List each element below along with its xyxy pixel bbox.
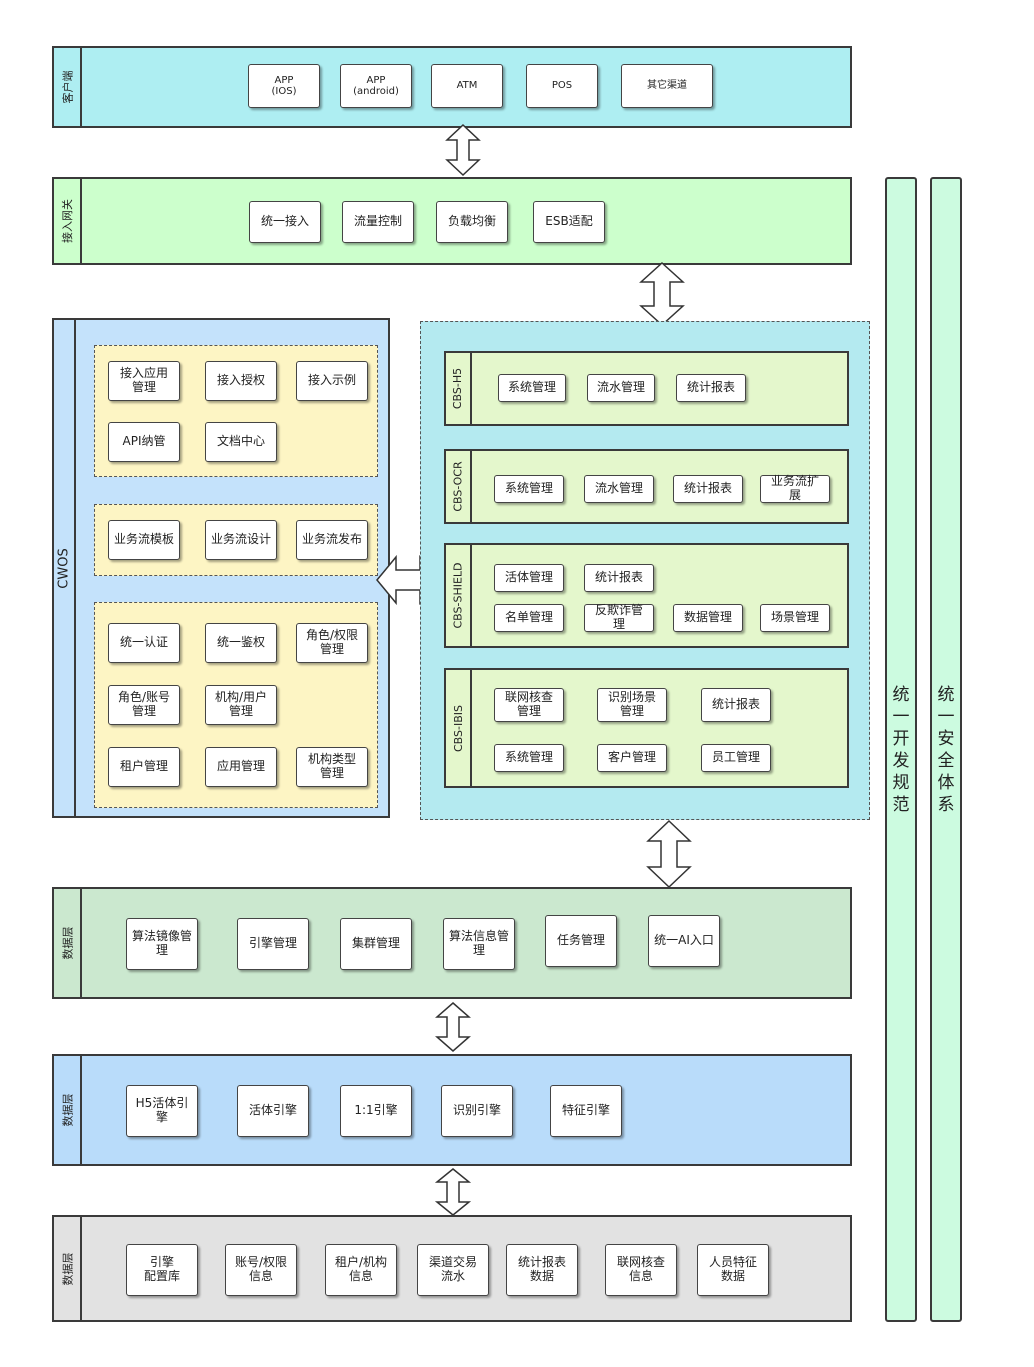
- cbs-h5-layer: CBS-H5 系统管理 流水管理 统计报表: [444, 351, 849, 426]
- cbs-shield-tag: CBS-SHIELD: [446, 545, 472, 646]
- cbs-h5-system[interactable]: 系统管理: [498, 374, 566, 402]
- data1-task-mgmt[interactable]: 任务管理: [545, 915, 617, 967]
- data2-one-to-one[interactable]: 1:1引擎: [340, 1085, 412, 1137]
- client-app-android[interactable]: APP (android): [340, 64, 412, 108]
- cbs-shield-layer: CBS-SHIELD 活体管理 统计报表 名单管理 反欺诈管 理 数据管理 场景…: [444, 543, 849, 648]
- cwos-doc-center[interactable]: 文档中心: [205, 422, 277, 462]
- cwos-api-mgmt[interactable]: API纳管: [108, 422, 180, 462]
- cwos-group-identity: 统一认证 统一鉴权 角色/权限 管理 角色/账号 管理 机构/用户 管理 租户管…: [94, 602, 378, 808]
- data2-recognition[interactable]: 识别引擎: [441, 1085, 513, 1137]
- gateway-layer-tag: 接入网关: [54, 179, 82, 263]
- gateway-esb[interactable]: ESB适配: [533, 201, 605, 243]
- cwos-group-workflow: 业务流模板 业务流设计 业务流发布: [94, 504, 378, 576]
- cbs-h5-tag: CBS-H5: [446, 353, 472, 424]
- data3-engine-config[interactable]: 引擎 配置库: [126, 1244, 198, 1296]
- cwos-layer: CWOS 接入应用 管理 接入授权 接入示例 API纳管 文档中心 业务流模板 …: [52, 318, 390, 818]
- cbs-ocr-layer: CBS-OCR 系统管理 流水管理 统计报表 业务流扩 展: [444, 449, 849, 524]
- cbs-ibis-scene[interactable]: 识别场景 管理: [597, 688, 667, 722]
- cbs-ocr-system[interactable]: 系统管理: [494, 475, 564, 503]
- data1-ai-entry[interactable]: 统一AI入口: [648, 915, 720, 967]
- client-layer-tag: 客户端: [54, 48, 82, 126]
- cwos-access-example[interactable]: 接入示例: [296, 361, 368, 401]
- cwos-unified-authn[interactable]: 统一认证: [108, 623, 180, 663]
- arrow-gateway-cbs: [639, 261, 685, 327]
- cwos-access-auth[interactable]: 接入授权: [205, 361, 277, 401]
- data-layer-1: 数据层 算法镜像管 理 引擎管理 集群管理 算法信息管 理 任务管理 统一AI入…: [52, 887, 852, 999]
- cbs-ocr-tag: CBS-OCR: [446, 451, 472, 522]
- gateway-layer: 接入网关 统一接入 流量控制 负载均衡 ESB适配: [52, 177, 852, 265]
- cbs-ibis-system[interactable]: 系统管理: [494, 744, 564, 772]
- data-layer-2: 数据层 H5活体引 擎 活体引擎 1:1引擎 识别引擎 特征引擎: [52, 1054, 852, 1166]
- cwos-access-app-mgmt[interactable]: 接入应用 管理: [108, 361, 180, 401]
- cwos-role-account[interactable]: 角色/账号 管理: [108, 685, 180, 725]
- gateway-load-balance[interactable]: 负载均衡: [436, 201, 508, 243]
- cbs-ibis-customer[interactable]: 客户管理: [597, 744, 667, 772]
- data3-channel-flow[interactable]: 渠道交易 流水: [417, 1244, 489, 1296]
- client-other[interactable]: 其它渠道: [621, 64, 713, 108]
- cbs-ocr-flow[interactable]: 流水管理: [584, 475, 654, 503]
- gateway-unified-access[interactable]: 统一接入: [249, 201, 321, 243]
- data1-algo-image[interactable]: 算法镜像管 理: [126, 918, 198, 970]
- cbs-shield-liveness[interactable]: 活体管理: [494, 564, 564, 592]
- arrow-cbs-data1: [646, 819, 692, 889]
- data2-liveness[interactable]: 活体引擎: [237, 1085, 309, 1137]
- data2-feature[interactable]: 特征引擎: [550, 1085, 622, 1137]
- cwos-role-permission[interactable]: 角色/权限 管理: [296, 623, 368, 663]
- cwos-org-user[interactable]: 机构/用户 管理: [205, 685, 277, 725]
- cbs-ibis-employee[interactable]: 员工管理: [701, 744, 771, 772]
- data-layer-1-tag: 数据层: [54, 889, 82, 997]
- cwos-group-access: 接入应用 管理 接入授权 接入示例 API纳管 文档中心: [94, 345, 378, 477]
- cwos-tenant-mgmt[interactable]: 租户管理: [108, 747, 180, 787]
- data1-cluster-mgmt[interactable]: 集群管理: [340, 918, 412, 970]
- data1-engine-mgmt[interactable]: 引擎管理: [237, 918, 309, 970]
- cbs-h5-flow[interactable]: 流水管理: [587, 374, 655, 402]
- side-dev-standard: 统一开发规范: [885, 177, 917, 1322]
- cwos-app-mgmt[interactable]: 应用管理: [205, 747, 277, 787]
- cbs-h5-report[interactable]: 统计报表: [676, 374, 746, 402]
- data-layer-3-tag: 数据层: [54, 1217, 82, 1320]
- cwos-workflow-template[interactable]: 业务流模板: [108, 520, 180, 560]
- cbs-ibis-verify[interactable]: 联网核查 管理: [494, 688, 564, 722]
- cbs-container: CBS-H5 系统管理 流水管理 统计报表 CBS-OCR 系统管理 流水管理 …: [420, 321, 870, 820]
- data3-tenant-org[interactable]: 租户/机构 信息: [325, 1244, 397, 1296]
- data-layer-3: 数据层 引擎 配置库 账号/权限 信息 租户/机构 信息 渠道交易 流水 统计报…: [52, 1215, 852, 1322]
- data3-account-permission[interactable]: 账号/权限 信息: [225, 1244, 297, 1296]
- arrow-data2-data3: [434, 1168, 472, 1216]
- client-app-ios[interactable]: APP (IOS): [248, 64, 320, 108]
- data2-h5-liveness[interactable]: H5活体引 擎: [126, 1085, 198, 1137]
- cbs-ibis-tag: CBS-IBIS: [446, 670, 472, 786]
- data3-verify-info[interactable]: 联网核查 信息: [605, 1244, 677, 1296]
- cbs-ocr-workflow-ext[interactable]: 业务流扩 展: [760, 474, 830, 503]
- cbs-shield-antifraud[interactable]: 反欺诈管 理: [584, 603, 654, 632]
- cwos-org-type[interactable]: 机构类型 管理: [296, 747, 368, 787]
- cbs-shield-list[interactable]: 名单管理: [494, 604, 564, 632]
- side-security-system: 统一安全体系: [930, 177, 962, 1322]
- side-dev-standard-label: 统一开发规范: [892, 684, 910, 815]
- client-atm[interactable]: ATM: [431, 64, 503, 108]
- data-layer-2-tag: 数据层: [54, 1056, 82, 1164]
- cwos-workflow-publish[interactable]: 业务流发布: [296, 520, 368, 560]
- client-pos[interactable]: POS: [526, 64, 598, 108]
- cbs-shield-report[interactable]: 统计报表: [584, 564, 654, 592]
- arrow-client-gateway: [445, 123, 481, 177]
- cbs-ibis-report[interactable]: 统计报表: [701, 688, 771, 722]
- cwos-unified-authz[interactable]: 统一鉴权: [205, 623, 277, 663]
- arrow-data1-data2: [435, 1002, 471, 1052]
- cbs-ibis-layer: CBS-IBIS 联网核查 管理 识别场景 管理 统计报表 系统管理 客户管理 …: [444, 668, 849, 788]
- cwos-workflow-design[interactable]: 业务流设计: [205, 520, 277, 560]
- cbs-shield-data[interactable]: 数据管理: [673, 604, 743, 632]
- cbs-ocr-report[interactable]: 统计报表: [673, 475, 743, 503]
- cwos-tag: CWOS: [54, 320, 76, 816]
- side-security-system-label: 统一安全体系: [937, 684, 955, 815]
- gateway-traffic-control[interactable]: 流量控制: [342, 201, 414, 243]
- data3-person-feature[interactable]: 人员特征 数据: [697, 1244, 769, 1296]
- cbs-shield-scene[interactable]: 场景管理: [760, 604, 830, 632]
- data3-report-data[interactable]: 统计报表 数据: [506, 1244, 578, 1296]
- data1-algo-info[interactable]: 算法信息管 理: [443, 918, 515, 970]
- client-layer: 客户端 APP (IOS) APP (android) ATM POS 其它渠道: [52, 46, 852, 128]
